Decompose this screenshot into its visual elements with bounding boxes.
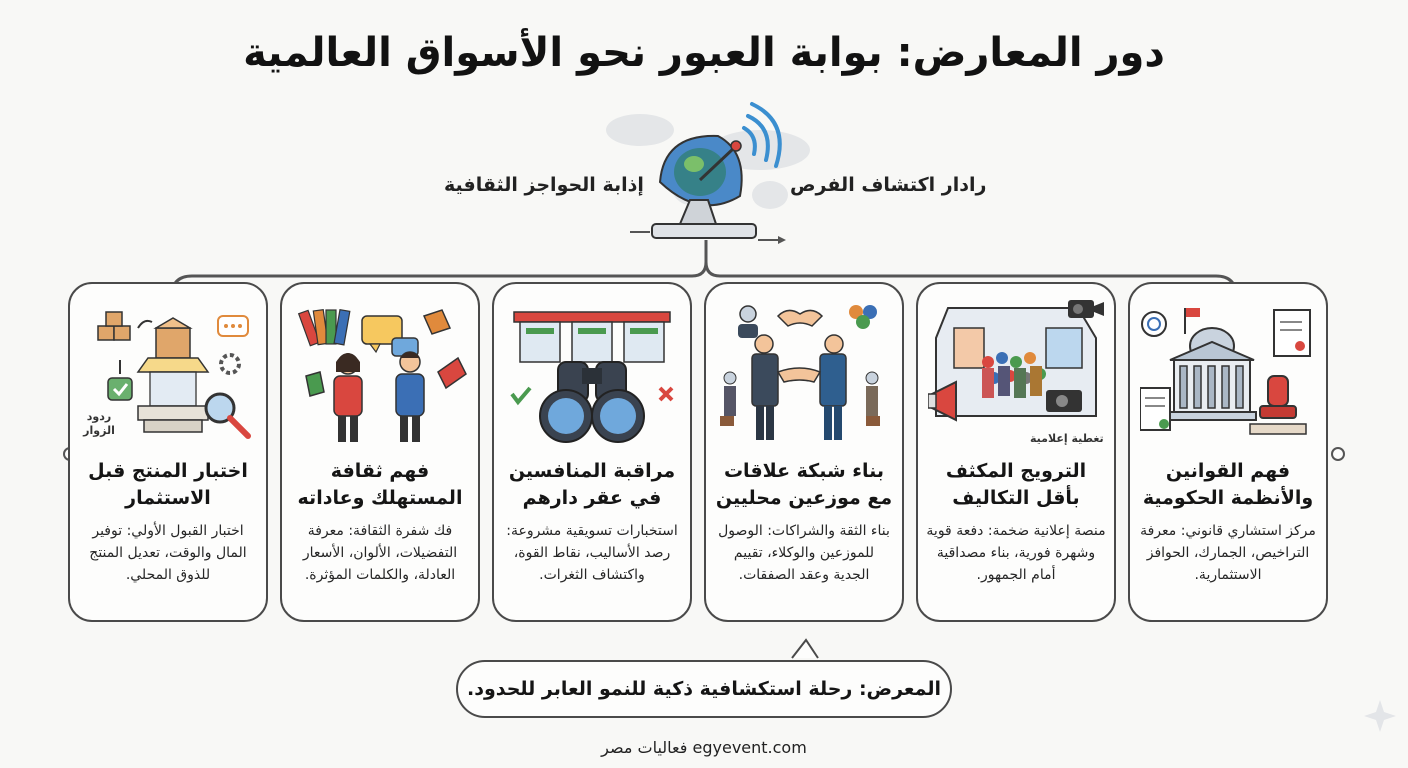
card-competitors: مراقبة المنافسين في عقر دارهم استخبارات …: [492, 282, 692, 622]
card-title: اختبار المنتج قبل الاستثمار: [88, 460, 248, 509]
card-product-test: ردود الزوار اختبار المنتج قبل الاستثمار …: [68, 282, 268, 622]
radar-waves-icon: [742, 102, 782, 168]
handshake-icon: [720, 305, 880, 440]
card-title: فهم القوانين والأنظمة الحكومية: [1142, 460, 1314, 509]
card-description: فك شفرة الثقافة: معرفة التفضيلات، الألوا…: [302, 523, 458, 583]
crowd-booth-icon: [928, 300, 1104, 422]
card-promotion: تغطية إعلامية الترويج المكثف بأقل التكال…: [916, 282, 1116, 622]
hub-label-cultural-barriers: إذابة الحواجز الثقافية: [444, 174, 644, 196]
site-credit: فعاليات مصر egyevent.com: [601, 738, 807, 757]
hub-label-opportunity-radar: رادار اكتشاف الفرص: [790, 174, 987, 196]
summary-callout: المعرض: رحلة استكشافية ذكية للنمو العابر…: [456, 660, 952, 718]
card-title: فهم ثقافة المستهلك وعاداته: [297, 460, 463, 509]
card-description: منصة إعلانية ضخمة: دفعة قوية وشهرة فورية…: [926, 523, 1106, 583]
card-consumer-culture: فهم ثقافة المستهلك وعاداته فك شفرة الثقا…: [280, 282, 480, 622]
card-title: مراقبة المنافسين في عقر دارهم: [508, 460, 676, 509]
card-description: استخبارات تسويقية مشروعة: رصد الأساليب، …: [506, 523, 678, 583]
conversation-icon: [297, 308, 467, 442]
card-description: بناء الثقة والشراكات: الوصول للموزعين وا…: [718, 523, 890, 583]
page-title: دور المعارض: بوابة العبور نحو الأسواق ال…: [243, 30, 1165, 76]
card-government-laws: فهم القوانين والأنظمة الحكومية مركز استش…: [1128, 282, 1328, 622]
government-building-icon: [1140, 308, 1311, 435]
card-description: مركز استشاري قانوني: معرفة التراخيص، الج…: [1140, 523, 1316, 583]
product-test-icon: [97, 311, 251, 439]
visitor-feedback-caption: ردود الزوار: [83, 410, 115, 437]
media-coverage-caption: تغطية إعلامية: [1030, 432, 1104, 445]
card-title: الترويج المكثف بأقل التكاليف: [945, 460, 1087, 509]
card-description: اختبار القبول الأولي: توفير المال والوقت…: [89, 523, 247, 583]
card-title: بناء شبكة علاقات مع موزعين محليين: [715, 460, 893, 509]
summary-text: المعرض: رحلة استكشافية ذكية للنمو العابر…: [466, 678, 942, 700]
card-networking: بناء شبكة علاقات مع موزعين محليين بناء ا…: [704, 282, 904, 622]
binoculars-icon: [510, 311, 674, 443]
radar-dish-globe-icon: [651, 134, 757, 239]
